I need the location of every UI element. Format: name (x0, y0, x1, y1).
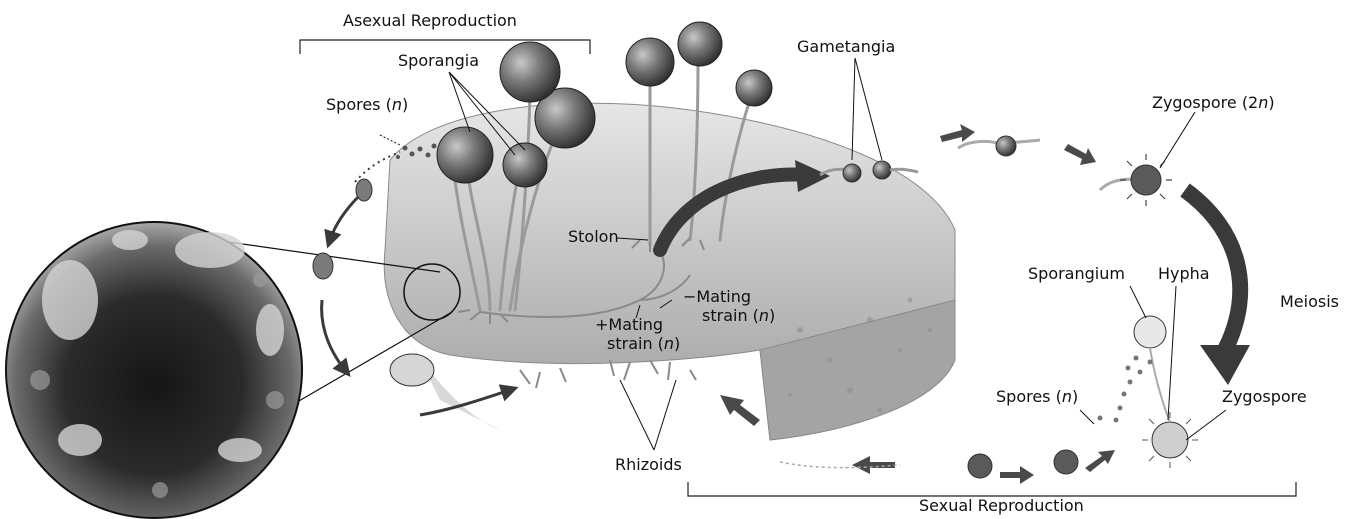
rhizoids-label: Rhizoids (615, 456, 682, 474)
sporangium-label: Sporangium (1028, 265, 1125, 283)
plus-mating-label: +Mating (595, 316, 663, 334)
minus-mating-label: −Mating (683, 288, 751, 306)
spores-n-top-label: Spores (n) (326, 96, 408, 114)
meiosis-arrow (1185, 190, 1250, 385)
sexual-bracket (688, 482, 1296, 496)
gametangia-label: Gametangia (797, 38, 895, 56)
meiosis-label: Meiosis (1280, 293, 1339, 311)
minus-strain-label: strain (n) (702, 307, 775, 325)
sporangia-label: Sporangia (398, 52, 479, 70)
hypha-label: Hypha (1158, 265, 1210, 283)
asexual-reproduction-title: Asexual Reproduction (343, 12, 517, 30)
spores-bottom (1098, 356, 1153, 423)
spores-n-bottom-label: Spores (n) (996, 388, 1078, 406)
sexual-reproduction-title: Sexual Reproduction (919, 497, 1084, 515)
stolon-label: Stolon (568, 228, 619, 246)
zygospore-2n-label: Zygospore (2n) (1152, 94, 1275, 112)
plus-strain-label: strain (n) (607, 335, 680, 353)
zygospore-label: Zygospore (1222, 388, 1307, 406)
